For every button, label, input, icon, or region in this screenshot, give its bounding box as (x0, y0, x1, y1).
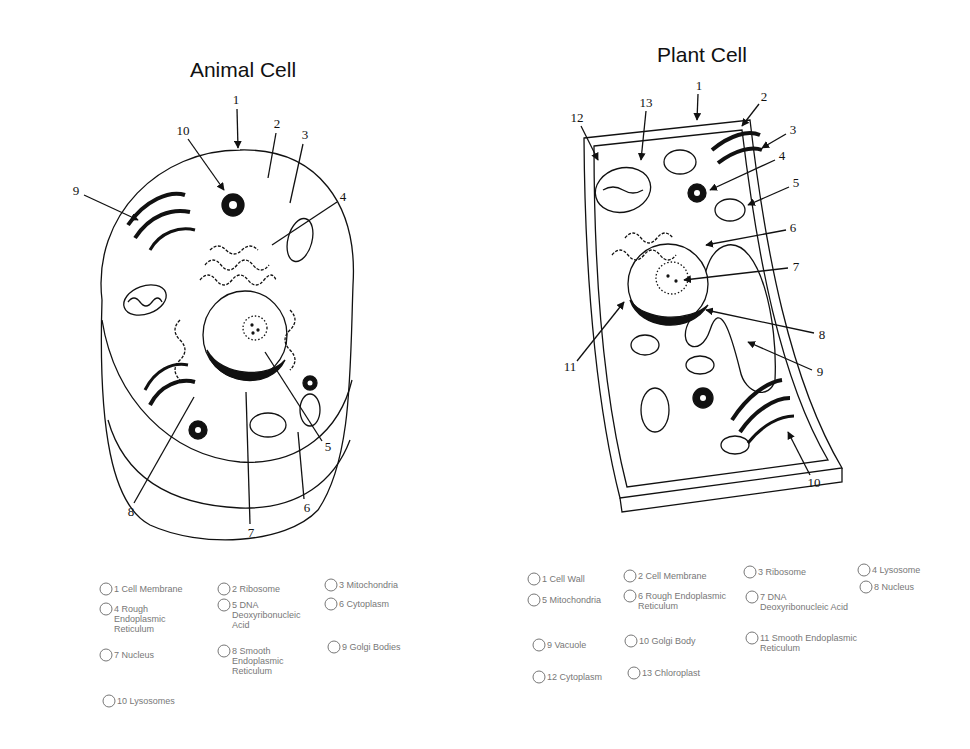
word-bank-item: 2 Cell Membrane (638, 571, 738, 581)
callout-number: 9 (73, 184, 80, 198)
word-bank-item: 11 Smooth Endoplasmic Reticulum (760, 633, 865, 653)
word-bank-item: 6 Rough Endoplasmic Reticulum (638, 591, 738, 611)
word-bank-item: 10 Lysosomes (117, 696, 207, 706)
callout-number: 7 (248, 526, 255, 540)
callout-number: 2 (761, 90, 768, 104)
callout-number: 11 (564, 360, 577, 374)
callout-number: 5 (793, 176, 800, 190)
word-bank-item: 7 Nucleus (114, 650, 194, 660)
callout-number: 3 (302, 128, 309, 142)
callout-number: 10 (808, 476, 821, 490)
callout-number: 6 (790, 221, 797, 235)
callout-number: 9 (817, 365, 824, 379)
word-bank-item: 10 Golgi Body (639, 636, 729, 646)
word-bank-item: 9 Vacuole (547, 640, 622, 650)
cell-title: Plant Cell (657, 43, 747, 67)
word-bank-item: 12 Cytoplasm (547, 672, 627, 682)
callout-number: 4 (779, 149, 786, 163)
callout-number: 1 (696, 79, 703, 93)
word-bank-item: 3 Mitochondria (339, 580, 429, 590)
word-bank-item: 2 Ribosome (232, 584, 317, 594)
word-bank-item: 1 Cell Wall (542, 574, 622, 584)
word-bank-item: 4 Rough Endoplasmic Reticulum (114, 604, 176, 634)
callout-number: 5 (325, 440, 332, 454)
callout-number: 4 (340, 190, 347, 204)
word-bank-item: 6 Cytoplasm (339, 599, 419, 609)
word-bank-item: 8 Nucleus (874, 582, 954, 592)
callout-number: 10 (177, 124, 190, 138)
word-bank-item: 9 Golgi Bodies (342, 642, 404, 652)
word-bank-item: 5 DNA Deoxyribonucleic Acid (232, 600, 312, 630)
word-bank-item: 8 Smooth Endoplasmic Reticulum (232, 646, 304, 676)
callout-number: 13 (640, 96, 653, 110)
word-bank-item: 13 Chloroplast (642, 668, 742, 678)
callout-number: 6 (304, 501, 311, 515)
word-bank-item: 3 Ribosome (758, 567, 848, 577)
callout-number: 2 (274, 117, 281, 131)
word-bank-item: 4 Lysosome (872, 565, 962, 575)
callout-number: 12 (571, 111, 584, 125)
callout-number: 8 (128, 505, 135, 519)
word-bank-item: 1 Cell Membrane (114, 584, 204, 594)
callout-number: 3 (790, 123, 797, 137)
callout-number: 1 (233, 93, 240, 107)
callout-number: 8 (819, 328, 826, 342)
cell-title: Animal Cell (190, 58, 296, 82)
callout-number: 7 (793, 260, 800, 274)
word-bank-item: 5 Mitochondria (542, 595, 622, 605)
word-bank-item: 7 DNA Deoxyribonucleic Acid (760, 592, 855, 612)
